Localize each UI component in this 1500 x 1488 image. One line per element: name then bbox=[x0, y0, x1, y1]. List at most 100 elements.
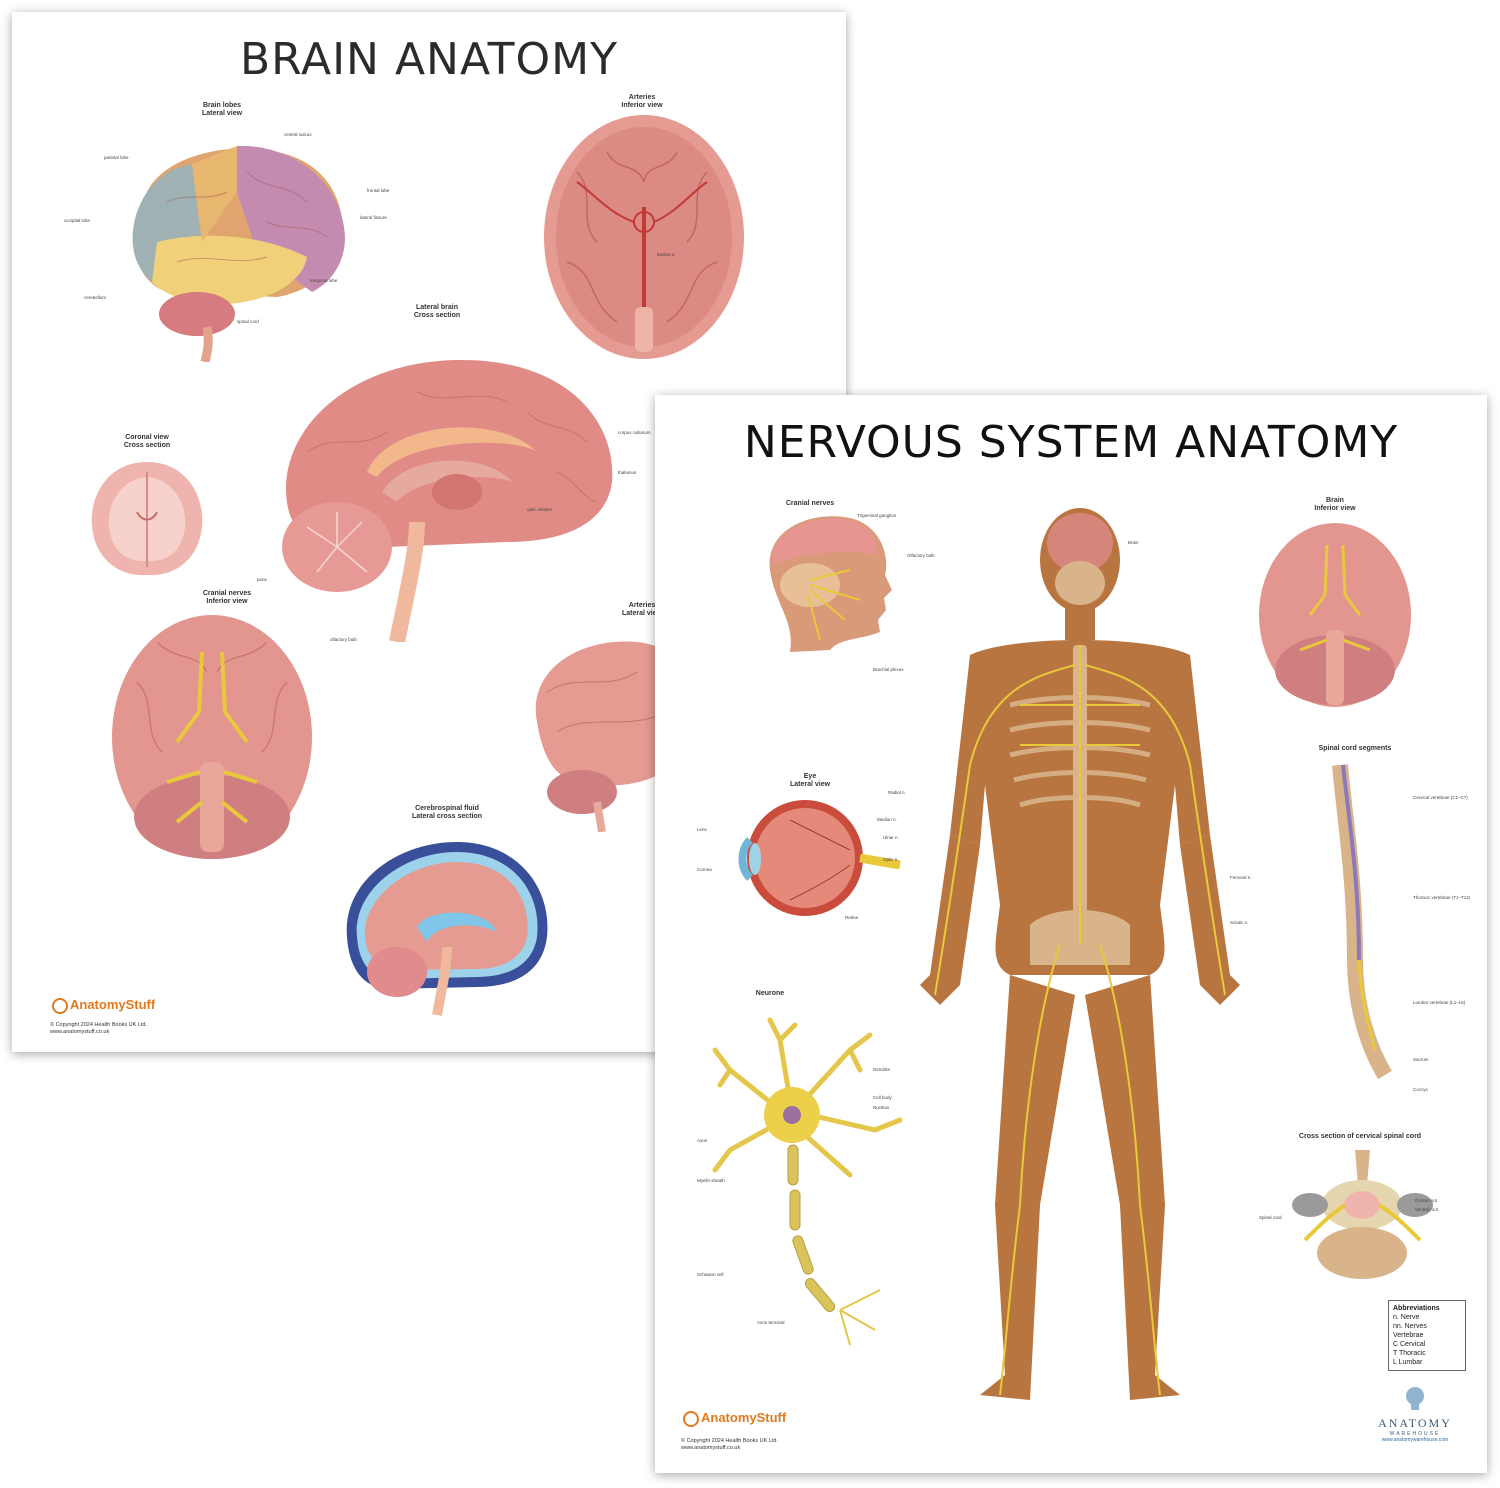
anatomystuff-logo-icon-2 bbox=[683, 1410, 699, 1427]
label-retina: Retina bbox=[845, 915, 859, 920]
nerve-poster-footer: © Copyright 2024 Health Books UK Ltd. ww… bbox=[681, 1438, 778, 1452]
arteries-lateral-view: Lateral view bbox=[621, 610, 663, 617]
brain-lobes-illustration bbox=[132, 145, 345, 362]
eye-caption: Eye Lateral view bbox=[785, 773, 835, 789]
label-olfactory-bulb-2: Olfactory bulb bbox=[907, 553, 935, 558]
nerve-cranial-caption: Cranial nerves bbox=[785, 500, 835, 507]
cross-section-caption: Cross section of cervical spinal cord bbox=[1298, 1133, 1422, 1140]
arteries-inferior-illustration bbox=[544, 115, 744, 359]
brain-url: www.anatomystuff.co.uk bbox=[50, 1029, 110, 1035]
warehouse-name: ANATOMY bbox=[1378, 1416, 1452, 1430]
label-basilar-artery: basilar a. bbox=[657, 252, 676, 257]
nerve-brain-title: Brain bbox=[1326, 497, 1344, 504]
abbreviations-heading: Abbreviations bbox=[1393, 1305, 1440, 1312]
warehouse-head-icon bbox=[1406, 1387, 1424, 1410]
brain-lobes-title: Brain lobes bbox=[202, 102, 242, 109]
label-ventral-root: Ventral root bbox=[1415, 1207, 1439, 1212]
label-temporal-lobe: temporal lobe bbox=[310, 278, 338, 283]
abbr-n: n. Nerve bbox=[1393, 1314, 1420, 1321]
label-optic-n: Optic n. bbox=[883, 857, 899, 862]
lateral-brain-caption: Lateral brain Cross section bbox=[407, 304, 467, 320]
label-sciatic-n: Sciatic n. bbox=[1230, 920, 1249, 925]
nerve-url: www.anatomystuff.co.uk bbox=[681, 1445, 741, 1451]
label-dendrite: Dendrite bbox=[873, 1067, 891, 1072]
coronal-title: Coronal view bbox=[125, 434, 169, 441]
label-lateral-fissure: lateral fissure bbox=[360, 215, 387, 220]
lateral-brain-view: Cross section bbox=[413, 312, 461, 319]
label-cerebellum: cerebellum bbox=[84, 295, 107, 300]
label-brachial-plexus: Brachial plexus bbox=[873, 667, 904, 672]
anatomy-warehouse-logo: ANATOMY WAREHOUSE www.anatomywarehouse.c… bbox=[1360, 1385, 1470, 1443]
label-nucleus: Nucleus bbox=[873, 1105, 890, 1110]
label-pons: pons bbox=[257, 577, 267, 582]
nerve-brain-view: Inferior view bbox=[1314, 505, 1356, 512]
label-myelin-sheath: Myelin sheath bbox=[697, 1178, 725, 1183]
label-ulnar-n: Ulnar n. bbox=[883, 835, 899, 840]
anatomystuff-logo-icon bbox=[52, 997, 68, 1014]
label-lens: Lens bbox=[697, 827, 707, 832]
nerve-poster-title: NERVOUS SYSTEM ANATOMY bbox=[743, 417, 1399, 468]
brain-poster-title: BRAIN ANATOMY bbox=[240, 34, 618, 85]
label-central-sulcus: central sulcus bbox=[284, 132, 312, 137]
abbr-c: C Cervical bbox=[1393, 1341, 1426, 1348]
label-femoral-n: Femoral n. bbox=[1230, 875, 1252, 880]
label-spinal-cord-2: Spinal cord bbox=[1259, 1215, 1282, 1220]
brain-logo-text: AnatomyStuff bbox=[70, 997, 156, 1012]
cranial-inferior-view: Inferior view bbox=[206, 598, 248, 605]
nerve-poster-logo: AnatomyStuff bbox=[683, 1410, 786, 1427]
label-axon-terminal: Axon terminal bbox=[757, 1320, 785, 1325]
label-axon: Axon bbox=[697, 1138, 708, 1143]
label-optic-chiasm: optic chiasm bbox=[527, 507, 553, 512]
neurone-illustration bbox=[712, 1017, 903, 1346]
arteries-lateral-caption: Arteries Lateral view bbox=[617, 602, 667, 618]
spinal-segments-illustration bbox=[1332, 764, 1392, 1080]
label-cell-body: Cell body bbox=[873, 1095, 892, 1100]
abbr-l: L Lumbar bbox=[1393, 1359, 1423, 1366]
eye-view: Lateral view bbox=[789, 781, 831, 788]
brain-lobes-view: Lateral view bbox=[201, 110, 243, 117]
abbr-vertebrae: Vertebrae bbox=[1393, 1332, 1424, 1339]
label-parietal-lobe: parietal lobe bbox=[104, 155, 129, 160]
arteries-inferior-caption: Arteries Inferior view bbox=[612, 94, 672, 110]
nerve-logo-text: AnatomyStuff bbox=[701, 1410, 787, 1425]
label-brain: Brain bbox=[1128, 540, 1139, 545]
label-thalamus: thalamus bbox=[618, 470, 637, 475]
label-cervical-vertebrae: Cervical vertebrae (C1–C7) bbox=[1413, 795, 1468, 800]
nerve-copyright: © Copyright 2024 Health Books UK Ltd. bbox=[681, 1438, 778, 1444]
label-median-n: Median n. bbox=[877, 817, 897, 822]
brain-inferior-illustration bbox=[1259, 523, 1411, 707]
coronal-illustration bbox=[91, 462, 203, 576]
label-corpus-callosum: corpus callosum bbox=[618, 430, 651, 435]
brain-lobes-caption: Brain lobes Lateral view bbox=[192, 102, 252, 118]
label-occipital-lobe: occipital lobe bbox=[64, 218, 91, 223]
arteries-inferior-title: Arteries bbox=[628, 94, 656, 101]
csf-title: Cerebrospinal fluid bbox=[415, 805, 479, 812]
head-cranial-nerves-illustration bbox=[769, 516, 892, 652]
label-olfactory-bulb: olfactory bulb bbox=[330, 637, 357, 642]
lateral-brain-illustration bbox=[282, 359, 613, 642]
label-lumbar-vertebrae: Lumbar vertebrae (L1–L5) bbox=[1413, 1000, 1466, 1005]
brain-poster-footer: © Copyright 2024 Health Books UK Ltd. ww… bbox=[50, 1022, 147, 1036]
spinal-segments-caption: Spinal cord segments bbox=[1318, 745, 1392, 752]
arteries-lateral-title: Arteries bbox=[628, 602, 656, 609]
cranial-inferior-illustration bbox=[112, 615, 312, 859]
neurone-caption: Neurone bbox=[755, 990, 785, 997]
brain-copyright: © Copyright 2024 Health Books UK Ltd. bbox=[50, 1022, 147, 1028]
nerve-brain-caption: Brain Inferior view bbox=[1305, 497, 1365, 513]
cross-section-illustration bbox=[1292, 1150, 1433, 1279]
warehouse-sub: WAREHOUSE bbox=[1389, 1431, 1441, 1437]
csf-illustration bbox=[346, 842, 548, 1016]
cranial-inferior-title: Cranial nerves bbox=[202, 590, 252, 597]
abbr-nn: nn. Nerves bbox=[1393, 1323, 1427, 1330]
eye-title: Eye bbox=[803, 773, 817, 780]
label-cornea: Cornea bbox=[697, 867, 712, 872]
arteries-lateral-illustration bbox=[535, 641, 677, 832]
abbreviations-box: Abbreviations n. Nerve nn. Nerves Verteb… bbox=[1388, 1300, 1466, 1371]
label-spinal-cord: spinal cord bbox=[237, 319, 259, 324]
warehouse-url: www.anatomywarehouse.com bbox=[1381, 1437, 1449, 1443]
label-radial-n: Radial n. bbox=[888, 790, 906, 795]
arteries-inferior-view: Inferior view bbox=[621, 102, 663, 109]
label-coccyx: Coccyx bbox=[1413, 1087, 1428, 1092]
coronal-view: Cross section bbox=[123, 442, 171, 449]
body-nervous-system-illustration bbox=[920, 508, 1240, 1400]
